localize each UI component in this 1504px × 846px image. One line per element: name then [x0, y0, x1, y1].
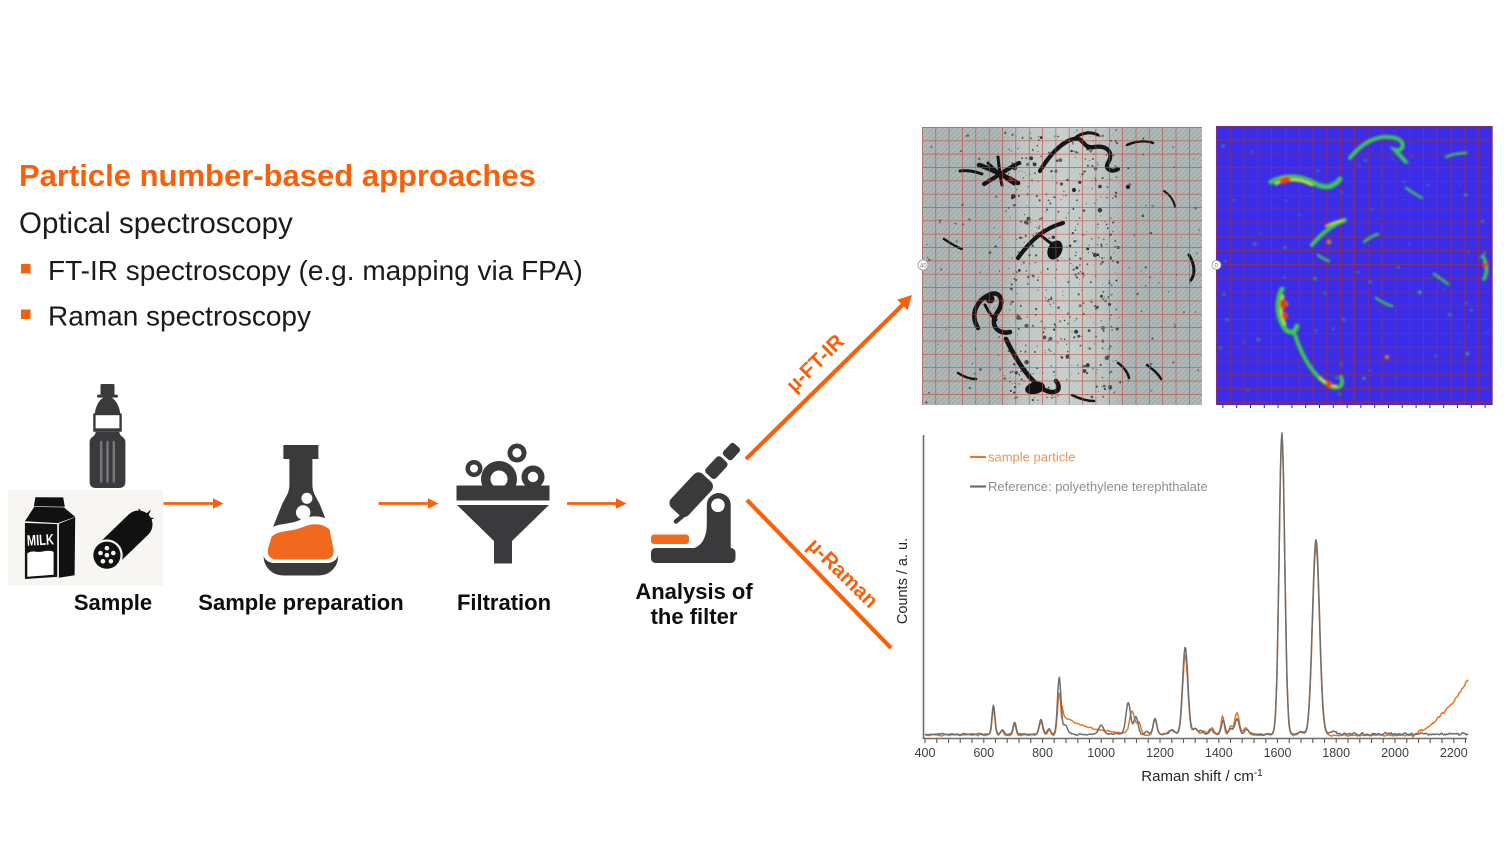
svg-text:40: 40: [920, 264, 927, 270]
svg-text:FT-IR spectroscopy (e.g. mappi: FT-IR spectroscopy (e.g. mapping via FPA…: [48, 255, 583, 286]
svg-text:1800: 1800: [1322, 746, 1350, 760]
svg-text:Reference: polyethylene tereph: Reference: polyethylene terephthalate: [988, 479, 1208, 494]
svg-text:600: 600: [973, 746, 994, 760]
svg-text:800: 800: [1032, 746, 1053, 760]
svg-text:400: 400: [915, 746, 936, 760]
svg-text:Raman shift / cm-1: Raman shift / cm-1: [1141, 768, 1263, 785]
svg-text:Counts / a. u.: Counts / a. u.: [895, 538, 911, 624]
svg-text:1400: 1400: [1205, 746, 1233, 760]
svg-text:Raman spectroscopy: Raman spectroscopy: [48, 301, 311, 332]
svg-text:0: 0: [1215, 264, 1219, 270]
svg-text:sample particle: sample particle: [988, 450, 1075, 465]
svg-text:2200: 2200: [1440, 746, 1468, 760]
svg-text:Filtration: Filtration: [457, 590, 551, 615]
svg-text:Sample preparation: Sample preparation: [198, 590, 403, 615]
svg-text:the filter: the filter: [651, 604, 738, 629]
svg-text:MILK: MILK: [27, 531, 55, 549]
svg-text:Optical spectroscopy: Optical spectroscopy: [19, 207, 293, 240]
svg-text:2000: 2000: [1381, 746, 1409, 760]
svg-text:1200: 1200: [1146, 746, 1174, 760]
svg-text:µ-FT-IR: µ-FT-IR: [782, 330, 849, 397]
svg-text:Particle number-based approach: Particle number-based approaches: [19, 158, 536, 193]
svg-text:1600: 1600: [1264, 746, 1292, 760]
svg-text:Analysis of: Analysis of: [635, 579, 753, 604]
svg-text:1000: 1000: [1087, 746, 1115, 760]
svg-text:Sample: Sample: [74, 590, 152, 615]
